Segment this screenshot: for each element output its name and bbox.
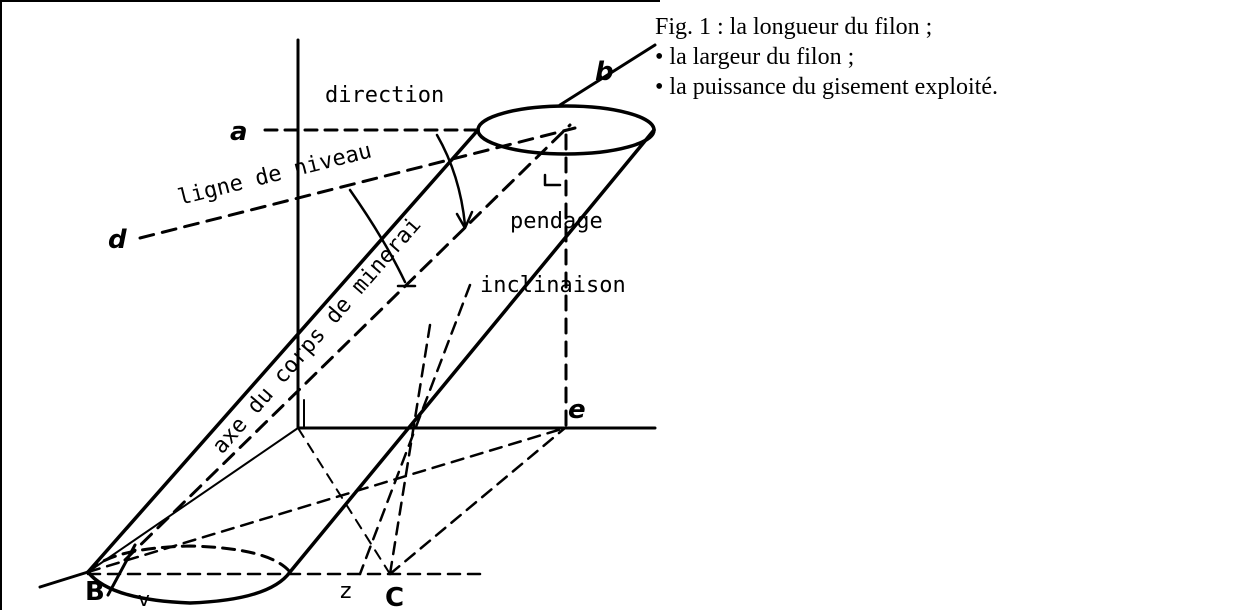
label-a: a xyxy=(230,117,248,147)
frame-left-border xyxy=(0,0,2,610)
ore-body-edge-left xyxy=(86,128,480,574)
label-v: v xyxy=(138,587,150,610)
label-inclinaison: inclinaison xyxy=(480,273,626,298)
label-z: z xyxy=(340,579,352,604)
b-axis-dashed xyxy=(123,123,572,562)
ore-body-diagram: direction ligne de niveau pendage inclin… xyxy=(38,38,657,610)
caption-line-3: • la puissance du gisement exploité. xyxy=(655,74,998,100)
label-e: e xyxy=(568,395,586,425)
label-d: d xyxy=(108,225,127,255)
label-ligne-de-niveau: ligne de niveau xyxy=(175,138,374,210)
label-b: b xyxy=(595,57,614,87)
direction-arrow xyxy=(455,210,474,230)
direction-arc xyxy=(435,133,467,227)
caption-line-2: • la largeur du filon ; xyxy=(655,44,855,70)
B-to-e-line xyxy=(86,426,567,574)
frame-top-border xyxy=(0,0,660,2)
bottom-ellipse-dashed xyxy=(86,544,292,574)
pendage-marker xyxy=(543,173,562,187)
level-arc xyxy=(348,188,407,284)
B-to-base-corner xyxy=(87,427,299,573)
label-direction: direction xyxy=(325,83,444,108)
caption-line-1: Fig. 1 : la longueur du filon ; xyxy=(655,14,933,40)
inclination-line-2 xyxy=(358,283,472,576)
B-base-line xyxy=(38,570,90,589)
label-pendage: pendage xyxy=(510,209,603,234)
bottom-ellipse-solid xyxy=(86,570,292,605)
label-B: B xyxy=(85,577,105,607)
z-to-base-line xyxy=(297,427,391,575)
label-C: C xyxy=(385,583,404,610)
inclination-line-1 xyxy=(388,323,432,576)
z-to-e-line xyxy=(388,426,567,576)
figure-caption: Fig. 1 : la longueur du filon ; • la lar… xyxy=(655,12,998,102)
label-axe-corps-minerai: axe du corps de minerai xyxy=(208,213,427,459)
b-axis-line xyxy=(558,43,657,107)
ore-body-edge-right xyxy=(288,128,656,574)
